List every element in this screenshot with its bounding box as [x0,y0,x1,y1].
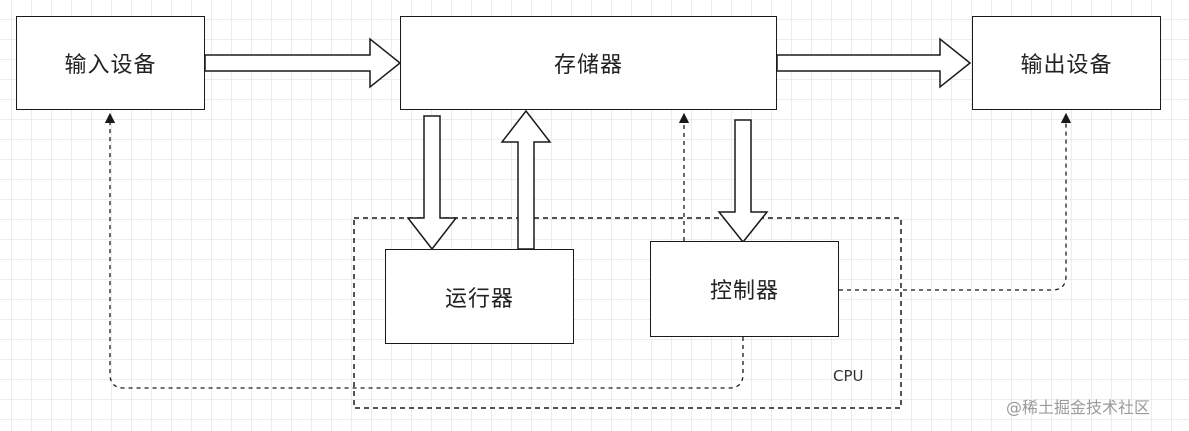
output-device-label: 输出设备 [1020,53,1113,78]
cpu-boundary [353,217,902,409]
input-device-label: 输入设备 [64,53,157,78]
memory-box: 存储器 [400,16,777,110]
memory-to-output-arrow [776,37,972,89]
controller-label: 控制器 [709,279,779,304]
controller-box: 控制器 [650,241,839,337]
alu-label: 运行器 [444,286,514,312]
input-device-box: 输入设备 [16,16,205,110]
cpu-label: CPU [833,367,864,385]
memory-to-controller-arrow [717,119,769,244]
controller-to-output-dashed-arrow [839,112,1072,291]
memory-to-alu-arrow [406,115,458,251]
alu-to-memory-arrow [500,109,552,250]
controller-to-input-dashed-arrow [104,112,744,389]
memory-label: 存储器 [553,53,623,78]
alu-box: 运行器 [385,249,574,344]
watermark: @稀土掘金技术社区 [1006,398,1151,417]
input-to-memory-arrow [204,37,402,89]
output-device-box: 输出设备 [972,16,1161,110]
